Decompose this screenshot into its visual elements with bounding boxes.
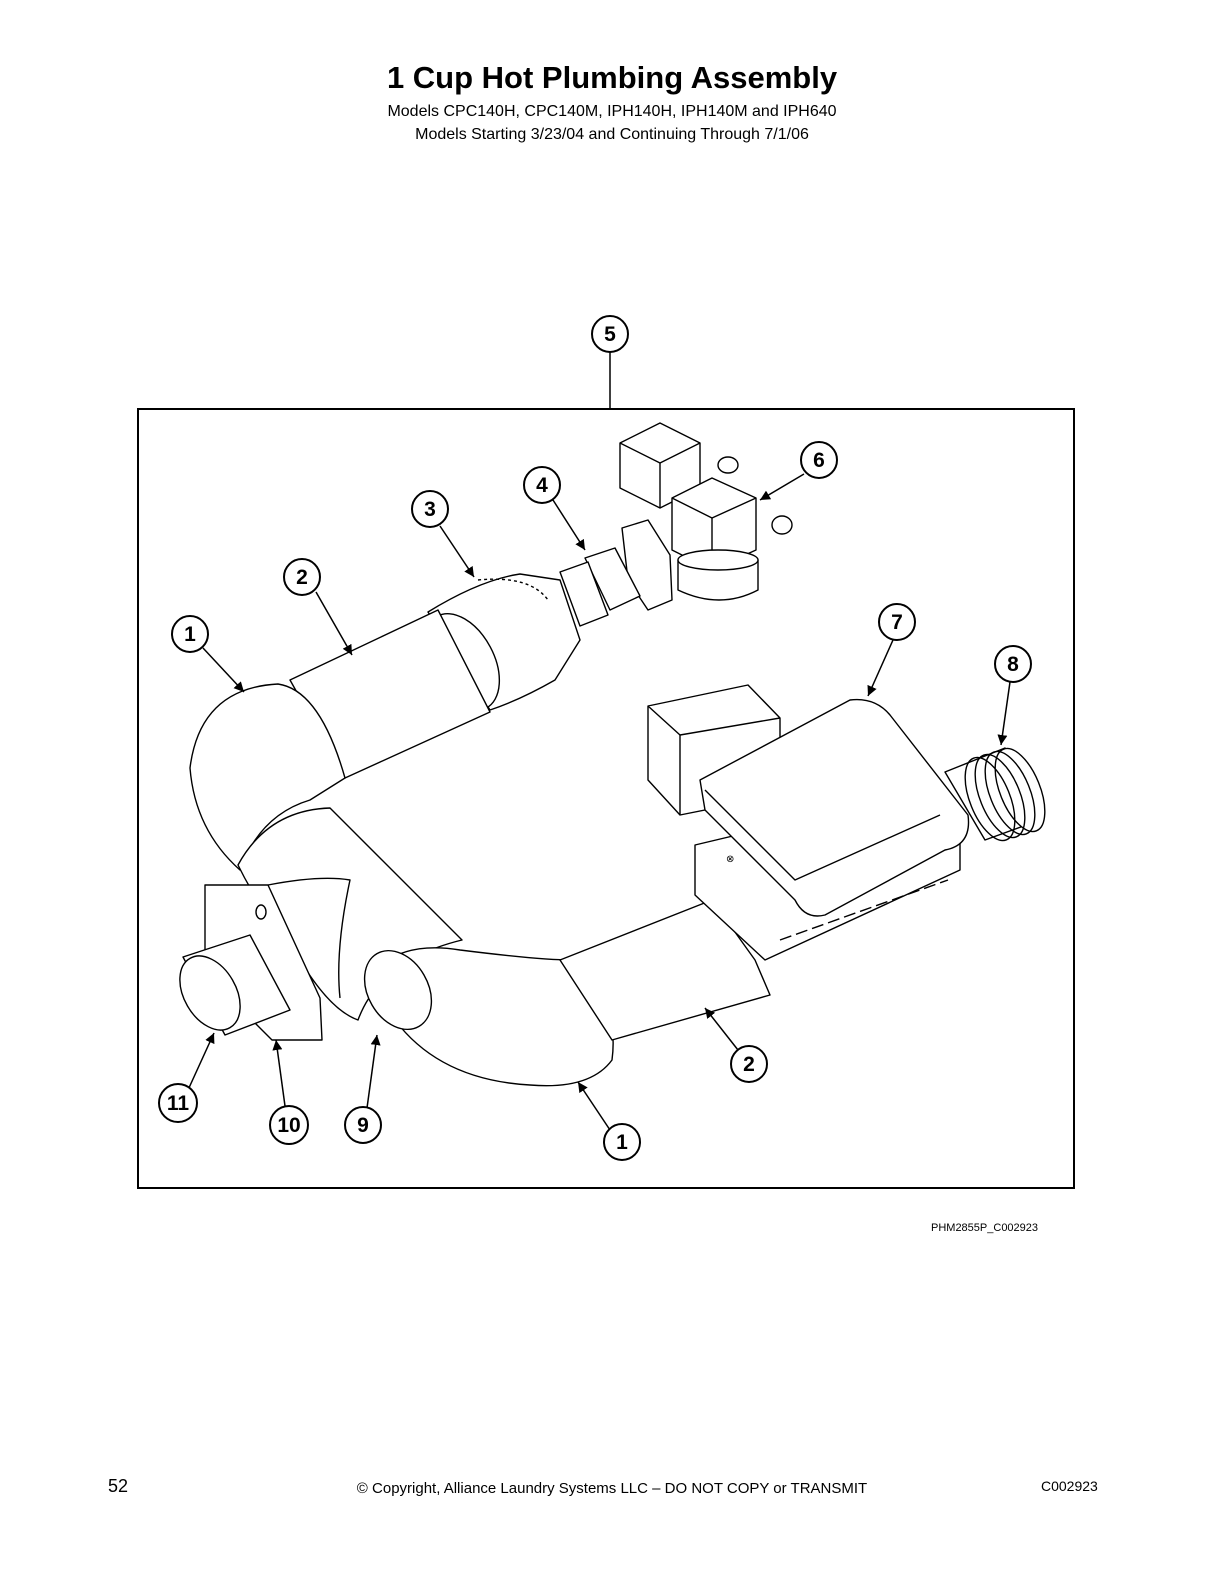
svg-text:6: 6 (813, 449, 825, 472)
svg-text:10: 10 (277, 1114, 300, 1137)
page-title: 1 Cup Hot Plumbing Assembly (386, 60, 838, 95)
diagram-frame (137, 408, 1075, 1189)
svg-text:1: 1 (184, 623, 196, 646)
copyright-notice: © Copyright, Alliance Laundry Systems LL… (356, 1480, 868, 1497)
upper-elbow (189, 683, 346, 871)
callout-7: 7 (878, 603, 916, 641)
lower-valve: ⊗ (647, 684, 970, 961)
leader-arrow-7 (867, 639, 894, 697)
callout-2-lower: 2 (730, 1045, 768, 1083)
callout-10: 10 (269, 1105, 309, 1145)
callout-6: 6 (800, 441, 838, 479)
svg-text:4: 4 (536, 474, 548, 497)
leader-arrows (187, 473, 1011, 1131)
callout-5: 5 (591, 315, 629, 353)
leader-arrow-1-upper (202, 647, 245, 693)
svg-text:5: 5 (604, 323, 616, 346)
leader-arrow-11 (187, 1032, 215, 1091)
svg-text:2: 2 (743, 1053, 755, 1076)
callout-9: 9 (344, 1106, 382, 1144)
leader-arrow-2-upper (315, 591, 353, 656)
figure-id: PHM2855P_C002923 (931, 1222, 1039, 1234)
svg-text:3: 3 (424, 498, 436, 521)
callout-bubbles: 5 6 4 3 2 1 7 8 2 1 9 10 11 (158, 315, 1032, 1161)
svg-text:9: 9 (357, 1114, 369, 1137)
document-code: C002923 (1041, 1478, 1098, 1494)
lower-pipe (559, 899, 771, 1041)
leader-arrow-3 (439, 525, 475, 578)
parts-drawing: ⊗ (179, 422, 1046, 1087)
hex-fitting (559, 519, 673, 627)
svg-text:11: 11 (167, 1092, 190, 1115)
leader-arrow-8 (997, 681, 1011, 746)
callout-1-upper: 1 (171, 615, 209, 653)
callout-3: 3 (411, 490, 449, 528)
leader-arrow-10 (272, 1039, 286, 1107)
upper-valves (619, 422, 793, 601)
svg-text:⊗: ⊗ (726, 854, 734, 865)
date-range-subtitle: Models Starting 3/23/04 and Continuing T… (415, 126, 809, 143)
svg-text:2: 2 (296, 566, 308, 589)
svg-text:8: 8 (1007, 653, 1019, 676)
leader-arrow-9 (366, 1034, 381, 1109)
leader-arrow-1-lower (577, 1081, 611, 1131)
callout-1-lower: 1 (603, 1123, 641, 1161)
callout-4: 4 (523, 466, 561, 504)
leader-arrow-4 (552, 499, 586, 551)
callout-11: 11 (158, 1083, 198, 1123)
callout-8: 8 (994, 645, 1032, 683)
svg-text:7: 7 (891, 611, 903, 634)
leader-arrow-6 (759, 473, 805, 501)
models-subtitle: Models CPC140H, CPC140M, IPH140H, IPH140… (387, 103, 837, 120)
callout-2-upper: 2 (283, 558, 321, 596)
threaded-inlet (944, 747, 1046, 842)
leader-arrow-2-lower (704, 1007, 739, 1051)
page-number: 52 (108, 1476, 129, 1496)
svg-text:1: 1 (616, 1131, 628, 1154)
